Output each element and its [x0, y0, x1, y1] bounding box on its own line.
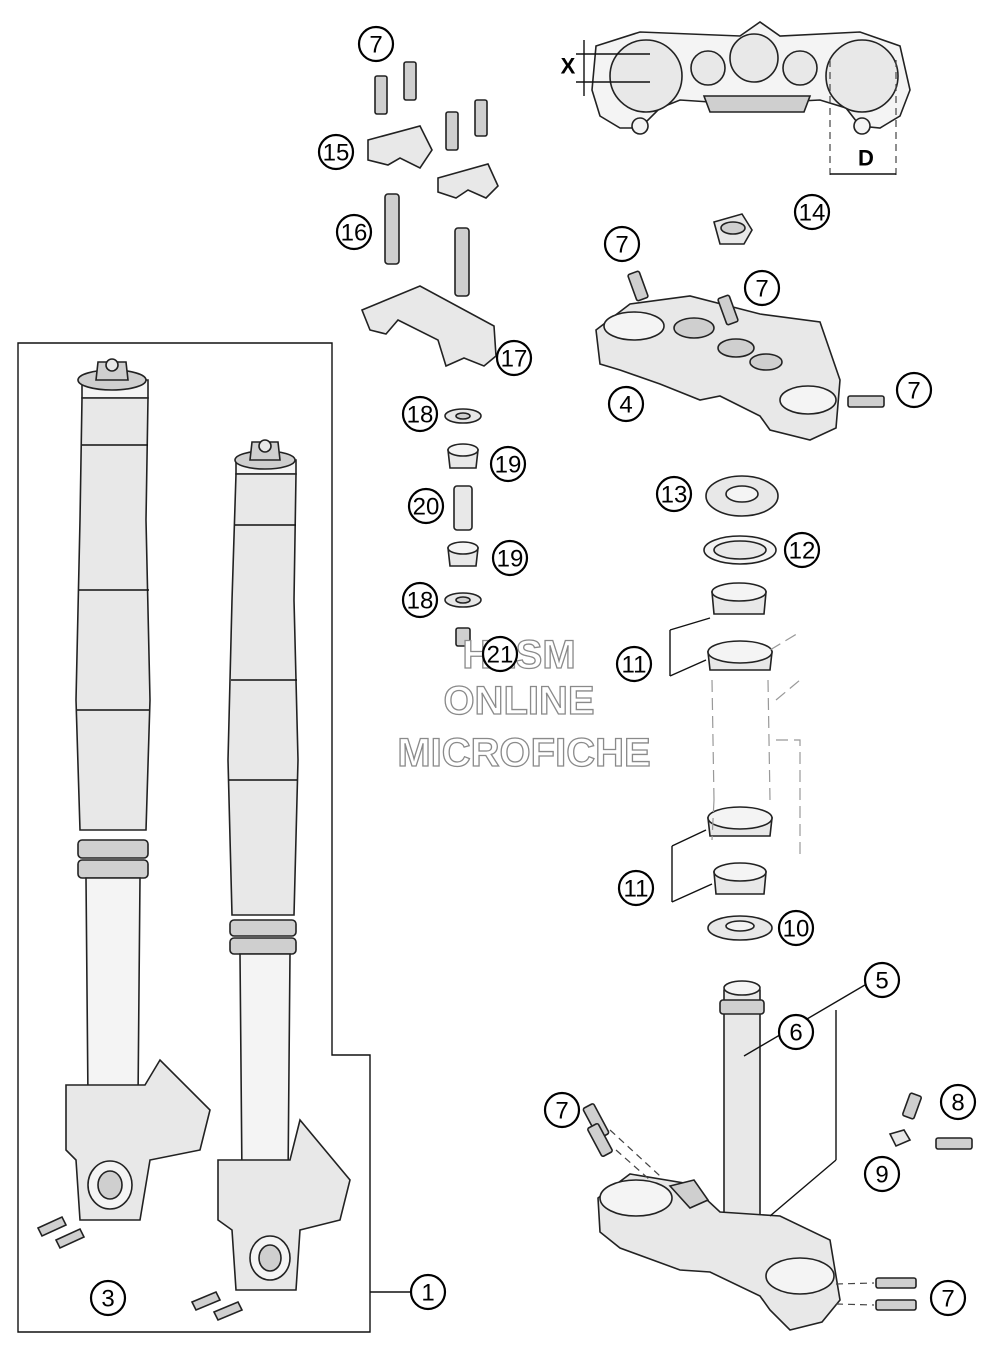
callout-8: 8	[939, 1083, 977, 1121]
callout-14: 14	[793, 193, 831, 231]
callout-15: 15	[317, 133, 355, 171]
svg-text:1: 1	[421, 1280, 434, 1307]
callout-9: 9	[863, 1155, 901, 1193]
callout-19-lower: 19	[491, 539, 529, 577]
clamp-bolts-top	[374, 61, 488, 151]
top-clamp-dimension-view	[576, 21, 911, 178]
svg-text:10: 10	[783, 916, 810, 943]
svg-text:18: 18	[407, 588, 434, 615]
left-fork-leg	[65, 358, 211, 1221]
dimension-d-label: D	[858, 146, 874, 171]
svg-text:4: 4	[619, 392, 632, 419]
svg-text:17: 17	[501, 346, 528, 373]
watermark: HLSM ONLINE MICROFICHE	[397, 632, 652, 775]
watermark-line2: ONLINE	[443, 679, 594, 723]
svg-text:7: 7	[941, 1286, 954, 1313]
callout-19-upper: 19	[489, 445, 527, 483]
callout-7-clamp-mid: 7	[743, 269, 781, 307]
watermark-line3: MICROFICHE	[397, 731, 650, 775]
callout-3: 3	[89, 1279, 127, 1317]
callout-17: 17	[495, 339, 533, 377]
callout-6: 6	[777, 1013, 815, 1051]
svg-text:19: 19	[497, 546, 524, 573]
watermark-line1: HLSM	[462, 633, 575, 677]
svg-text:19: 19	[495, 452, 522, 479]
svg-text:5: 5	[875, 968, 888, 995]
svg-text:18: 18	[407, 402, 434, 429]
svg-text:12: 12	[789, 538, 816, 565]
svg-text:7: 7	[907, 378, 920, 405]
svg-text:7: 7	[369, 32, 382, 59]
callout-7-top: 7	[357, 25, 395, 63]
callout-20: 20	[407, 487, 445, 525]
svg-text:13: 13	[661, 482, 688, 509]
callout-7-clamp-right: 7	[895, 371, 933, 409]
callout-18-upper: 18	[401, 395, 439, 433]
steering-stem	[719, 980, 765, 1219]
svg-text:9: 9	[875, 1162, 888, 1189]
svg-text:8: 8	[951, 1090, 964, 1117]
callout-12: 12	[783, 531, 821, 569]
callout-11-lower: 11	[617, 869, 655, 907]
callout-7-lower-clamp: 7	[929, 1279, 967, 1317]
callout-16: 16	[335, 213, 373, 251]
svg-text:20: 20	[413, 494, 440, 521]
callout-18-lower: 18	[401, 581, 439, 619]
svg-text:11: 11	[622, 652, 647, 679]
callout-7-clamp-left: 7	[603, 225, 641, 263]
clamp-base	[360, 285, 497, 368]
dimension-x-label: X	[561, 54, 576, 79]
stem-leader-lines	[743, 981, 871, 1217]
callout-7-stem: 7	[543, 1091, 581, 1129]
spacer-stack	[444, 408, 482, 647]
svg-text:7: 7	[615, 232, 628, 259]
callout-5: 5	[863, 961, 901, 999]
stop-bolt-parts	[888, 1092, 973, 1150]
svg-text:11: 11	[624, 876, 649, 903]
lower-clamp-bolts	[582, 1103, 917, 1311]
svg-text:7: 7	[555, 1098, 568, 1125]
clamp-upper-halves	[367, 125, 499, 199]
bearing-leader-lines	[669, 617, 713, 903]
callout-21: 21	[481, 635, 519, 673]
clamp-long-bolts	[384, 193, 470, 297]
callout-10: 10	[777, 909, 815, 947]
fork-assembly-frame	[17, 342, 371, 1333]
bearing-stack	[703, 475, 779, 941]
right-bolts	[190, 1290, 244, 1322]
frame-head-outline	[711, 631, 801, 860]
lower-triple-clamp	[597, 1173, 841, 1331]
svg-text:3: 3	[101, 1286, 114, 1313]
callout-1: 1	[409, 1273, 447, 1311]
callout-11-upper: 11	[615, 645, 653, 683]
svg-text:16: 16	[341, 220, 368, 247]
callout-4: 4	[607, 385, 645, 423]
callout-13: 13	[655, 475, 693, 513]
svg-text:14: 14	[799, 200, 826, 227]
right-fork-leg	[217, 439, 351, 1291]
svg-text:21: 21	[487, 642, 514, 669]
svg-text:15: 15	[323, 140, 350, 167]
upper-triple-clamp	[595, 213, 885, 441]
svg-text:6: 6	[789, 1020, 802, 1047]
left-bolts	[36, 1215, 86, 1250]
svg-text:7: 7	[755, 276, 768, 303]
